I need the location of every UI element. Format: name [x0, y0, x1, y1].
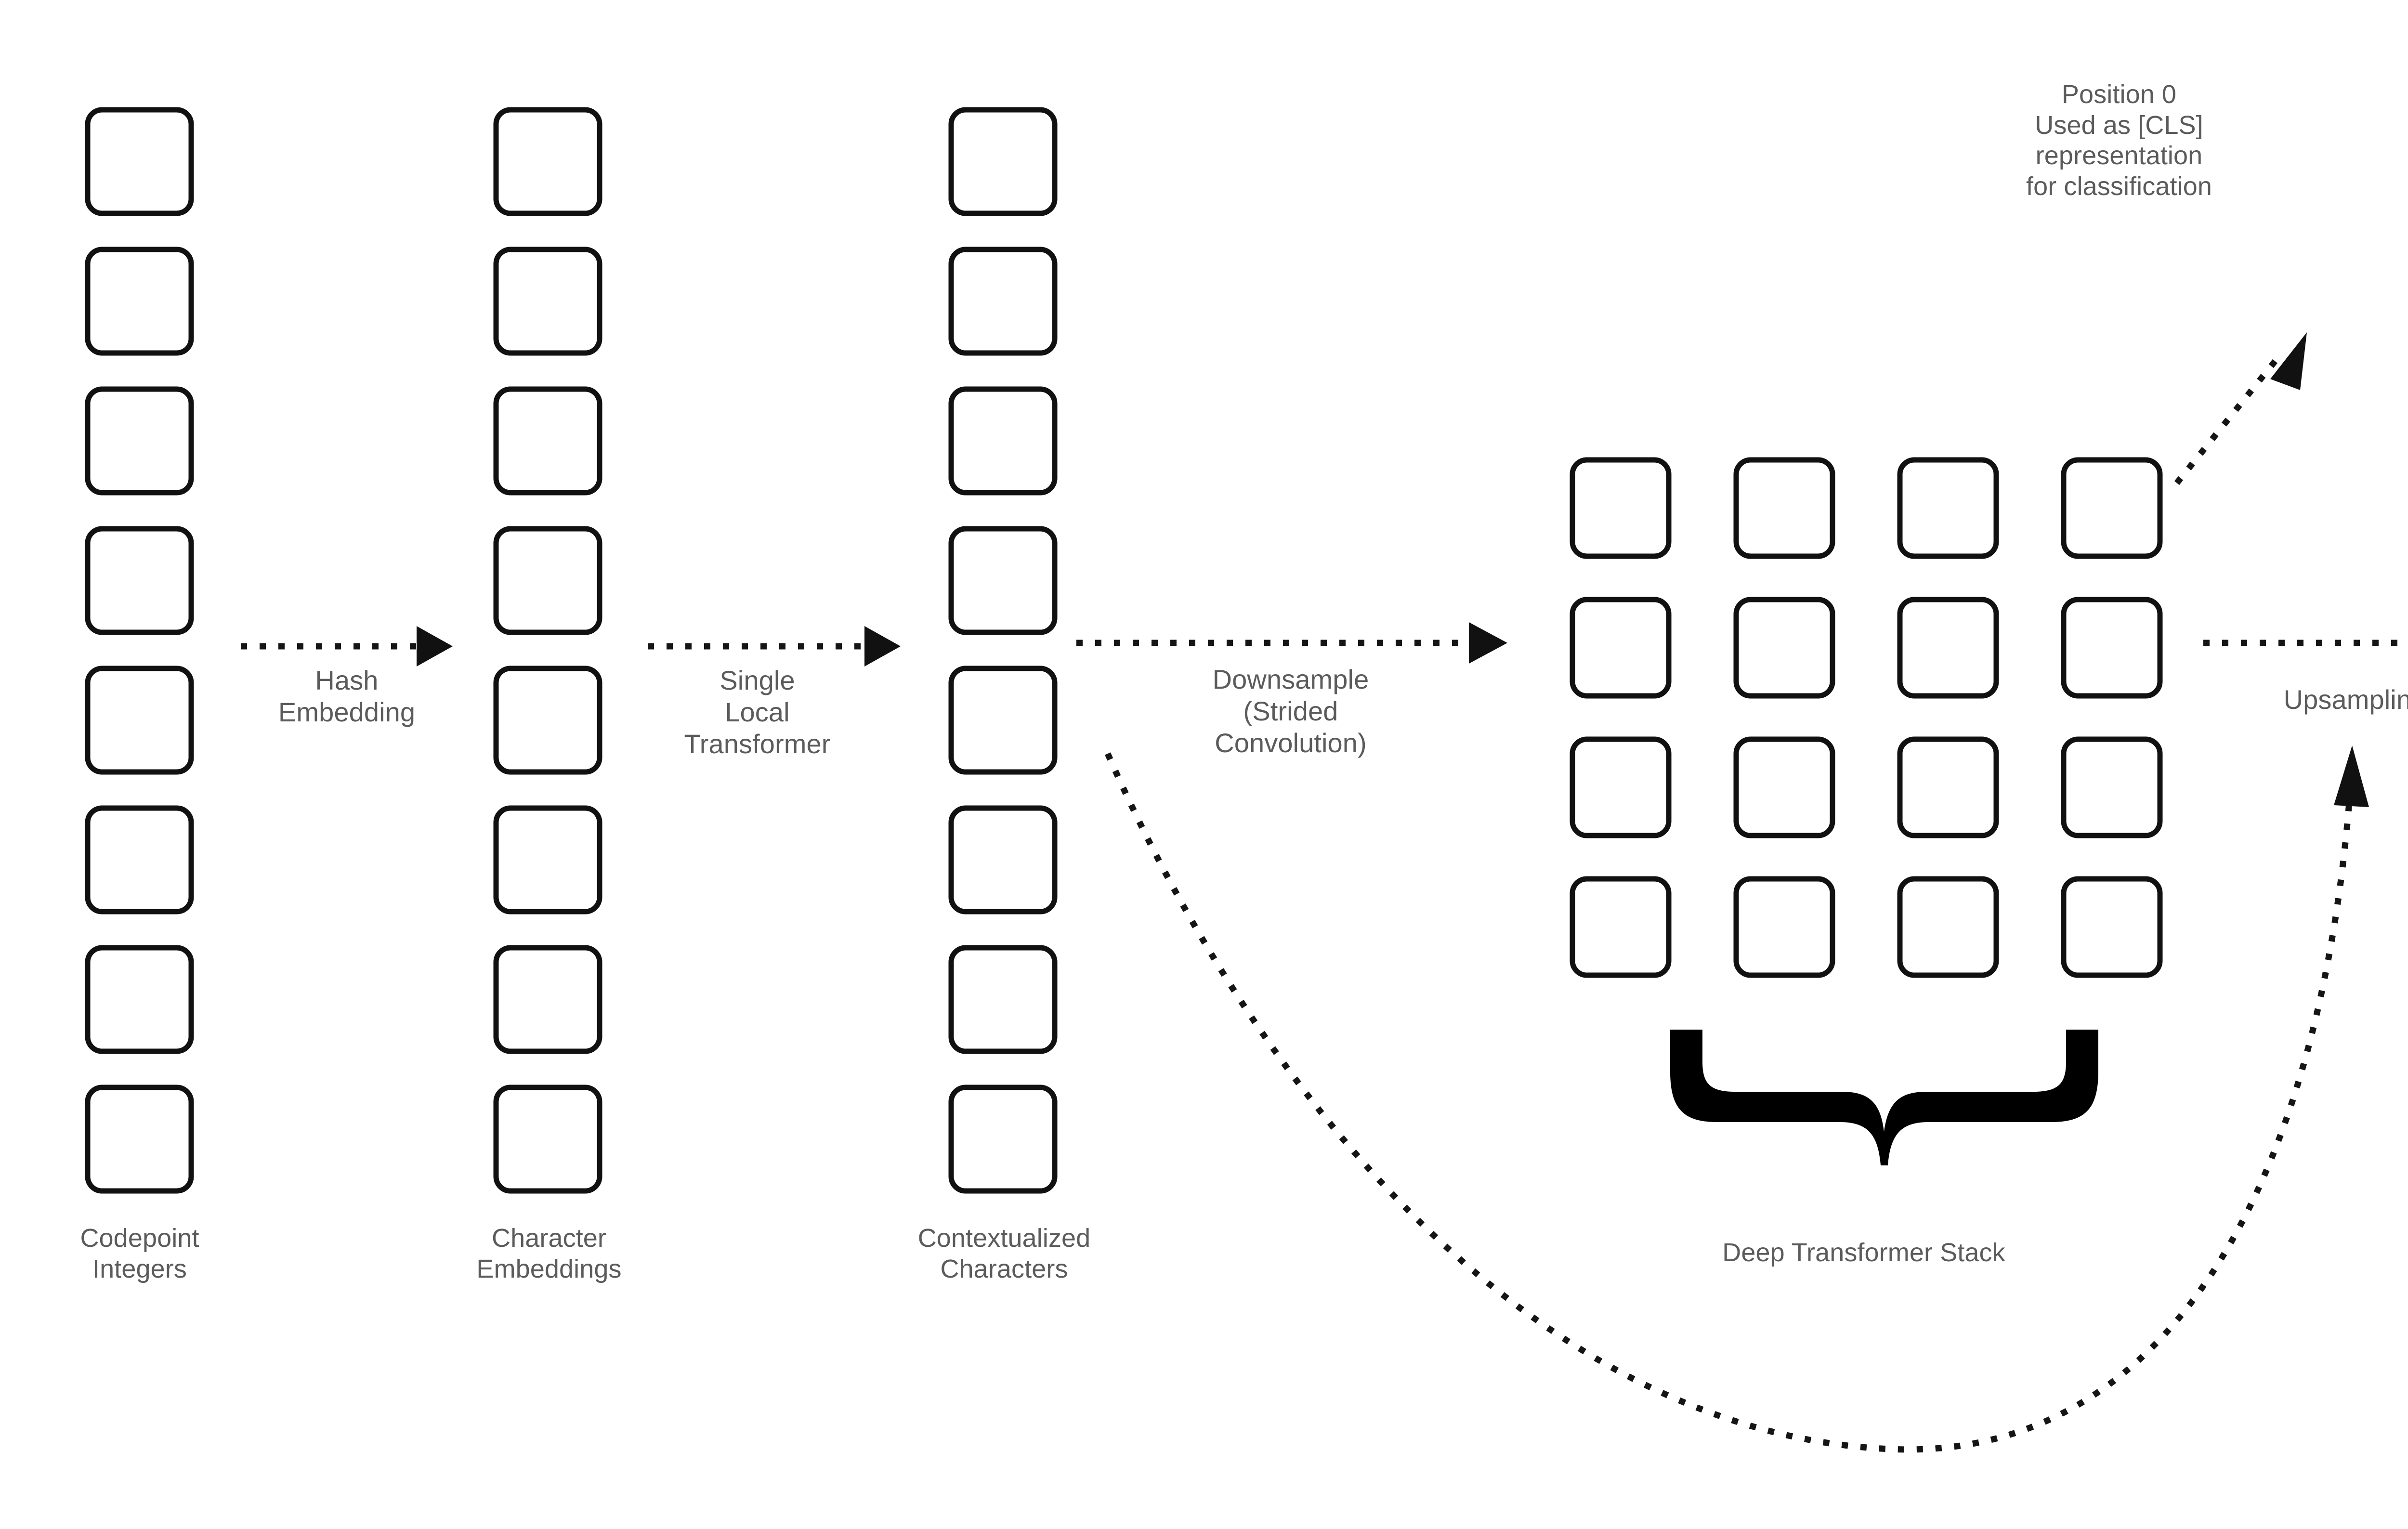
- grid-box: [1733, 597, 1835, 699]
- arrow-single-local-transformer: [648, 626, 901, 666]
- annotation-cls-note: Position 0 Used as [CLS] representation …: [2026, 80, 2212, 201]
- token-box: [948, 247, 1058, 356]
- column-label-character-embeddings: Character Embeddings: [476, 1224, 622, 1283]
- grid-box: [1570, 876, 1672, 978]
- arrow-cls-pointer: [2174, 332, 2307, 485]
- token-box: [85, 805, 194, 915]
- token-box: [493, 945, 602, 1054]
- token-box: [493, 107, 602, 216]
- grid-box: [2061, 736, 2163, 838]
- column-contextualized-characters: [948, 107, 1058, 1194]
- arrow-downsample: [1076, 622, 1507, 664]
- token-box: [85, 526, 194, 635]
- column-label-contextualized-characters: Contextualized Characters: [917, 1224, 1091, 1283]
- token-box: [85, 247, 194, 356]
- grid-box: [1570, 457, 1672, 559]
- grid-box: [2061, 457, 2163, 559]
- grid-box: [1570, 736, 1672, 838]
- token-box: [493, 805, 602, 915]
- grid-box: [2061, 876, 2163, 978]
- grid-deep-transformer-stack: [1570, 457, 2163, 978]
- deep-stack-brace: [1670, 1030, 2098, 1165]
- token-box: [493, 247, 602, 356]
- grid-box: [1570, 597, 1672, 699]
- arrow-hash-embedding: [241, 626, 453, 666]
- arrowhead: [864, 626, 901, 666]
- grid-box: [1897, 457, 1999, 559]
- column-character-embeddings: [493, 107, 602, 1194]
- column-codepoint-integers: [85, 107, 194, 1194]
- arrow-label-hash-embedding: Hash Embedding: [278, 665, 416, 728]
- token-box: [493, 1085, 602, 1194]
- token-box: [85, 386, 194, 496]
- grid-box: [1733, 876, 1835, 978]
- token-box: [948, 386, 1058, 496]
- arrow-label-upsampling: Upsampling: [2283, 684, 2408, 715]
- token-box: [948, 1085, 1058, 1194]
- token-box: [948, 805, 1058, 915]
- arrowhead: [2334, 745, 2369, 807]
- token-box: [85, 945, 194, 1054]
- grid-box: [2061, 597, 2163, 699]
- arrowhead: [2270, 332, 2307, 390]
- token-box: [85, 666, 194, 775]
- token-box: [493, 386, 602, 496]
- token-box: [85, 107, 194, 216]
- token-box: [948, 945, 1058, 1054]
- grid-box: [1897, 876, 1999, 978]
- column-label-codepoint-integers: Codepoint Integers: [80, 1224, 199, 1283]
- arrow-label-downsample: Downsample (Strided Convolution): [1212, 664, 1369, 758]
- arrow-upsampling: [2203, 640, 2408, 646]
- token-box: [948, 107, 1058, 216]
- grid-box: [1733, 457, 1835, 559]
- token-box: [948, 666, 1058, 775]
- arrow-label-single-local-transformer: Single Local Transformer: [684, 665, 831, 759]
- token-box: [948, 526, 1058, 635]
- arrowhead: [1469, 622, 1507, 664]
- token-box: [493, 666, 602, 775]
- grid-box: [1897, 597, 1999, 699]
- column-label-deep-transformer-stack: Deep Transformer Stack: [1722, 1238, 2005, 1267]
- token-box: [85, 1085, 194, 1194]
- grid-box: [1897, 736, 1999, 838]
- token-box: [493, 526, 602, 635]
- arrow-residual-skip: [1105, 745, 2369, 1453]
- arrowhead: [417, 626, 453, 666]
- grid-box: [1733, 736, 1835, 838]
